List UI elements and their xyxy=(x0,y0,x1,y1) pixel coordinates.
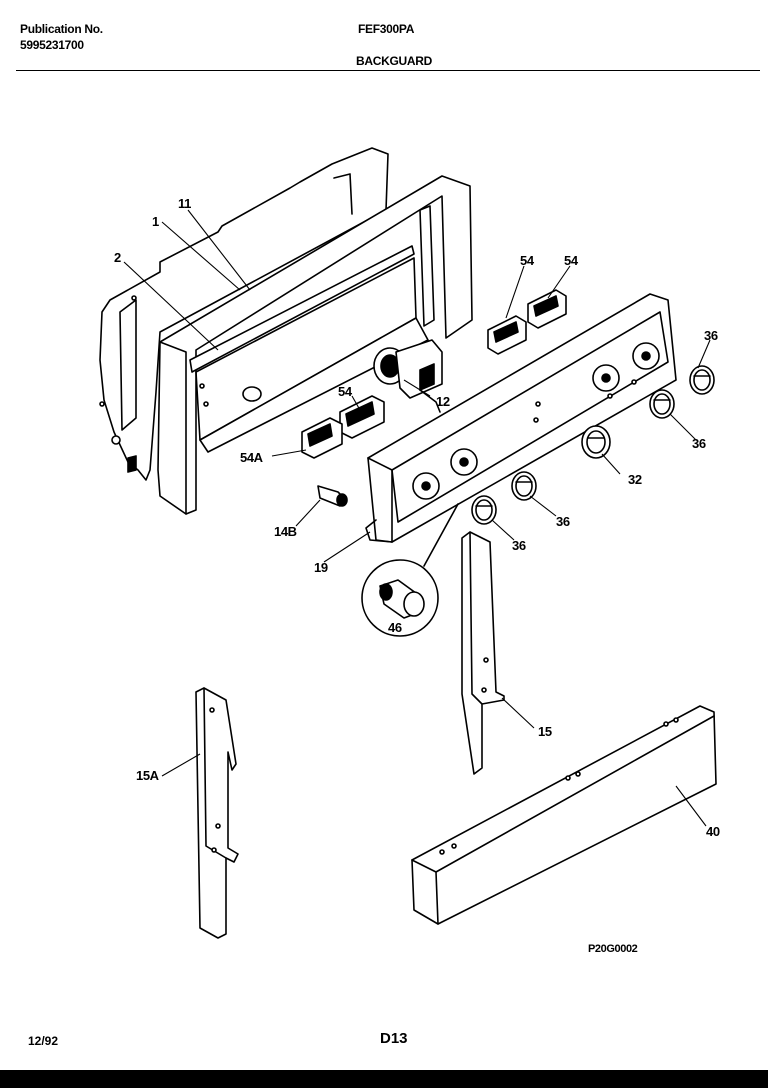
publication-number: 5995231700 xyxy=(20,38,84,52)
rear-panel-part-1 xyxy=(99,147,389,481)
leader-lines xyxy=(123,209,711,827)
knob-part-36-b xyxy=(649,389,675,419)
detail-circle-part-46 xyxy=(361,503,459,637)
knob-opening-1 xyxy=(412,472,440,500)
callout-32: 32 xyxy=(628,472,642,487)
callout-15: 15 xyxy=(538,724,552,739)
diagram-code: P20G0002 xyxy=(588,943,638,955)
knob-opening-3 xyxy=(592,364,620,392)
footer-date: 12/92 xyxy=(28,1034,59,1048)
callout-15A: 15A xyxy=(136,768,160,783)
trim-part-40 xyxy=(411,705,717,925)
callout-1: 1 xyxy=(152,214,159,229)
callout-36-c: 36 xyxy=(556,514,570,529)
callout-2: 2 xyxy=(114,250,121,265)
callout-40: 40 xyxy=(706,824,720,839)
knob-opening-2 xyxy=(450,448,478,476)
callout-54-top-right: 54 xyxy=(564,253,579,268)
control-panel xyxy=(365,293,677,543)
callout-54-middle: 54 xyxy=(338,384,353,399)
callout-46: 46 xyxy=(388,620,402,635)
callout-19: 19 xyxy=(314,560,328,575)
side-bracket-part-15 xyxy=(461,531,505,775)
callout-12: 12 xyxy=(436,394,450,409)
clock-timer-part-12 xyxy=(373,339,443,413)
side-bracket-part-15A xyxy=(195,687,239,939)
scan-edge-bar xyxy=(0,1070,768,1088)
publication-label: Publication No. xyxy=(20,22,103,36)
switch-part-54A xyxy=(301,417,343,459)
callout-54A: 54A xyxy=(240,450,264,465)
knob-part-36-c xyxy=(511,471,537,501)
callout-54-top-left: 54 xyxy=(520,253,535,268)
switch-part-54-left xyxy=(487,315,527,355)
switch-part-54-right xyxy=(527,289,567,329)
knob-part-36-a xyxy=(689,365,715,395)
header-rule xyxy=(16,70,760,71)
callout-14B: 14B xyxy=(274,524,297,539)
knob-opening-4 xyxy=(632,342,660,370)
callout-11: 11 xyxy=(178,196,191,211)
knob-part-32 xyxy=(581,425,611,459)
callout-36-d: 36 xyxy=(512,538,526,553)
callout-36-a: 36 xyxy=(704,328,718,343)
backguard-housing xyxy=(157,175,473,515)
indicator-light-part-14B xyxy=(317,485,348,507)
knob-part-36-d xyxy=(471,495,497,525)
switch-part-54-middle xyxy=(339,395,385,439)
footer-page-number: D13 xyxy=(380,1030,408,1047)
section-title: BACKGUARD xyxy=(356,54,432,68)
callout-36-b: 36 xyxy=(692,436,706,451)
model-number: FEF300PA xyxy=(358,22,415,36)
